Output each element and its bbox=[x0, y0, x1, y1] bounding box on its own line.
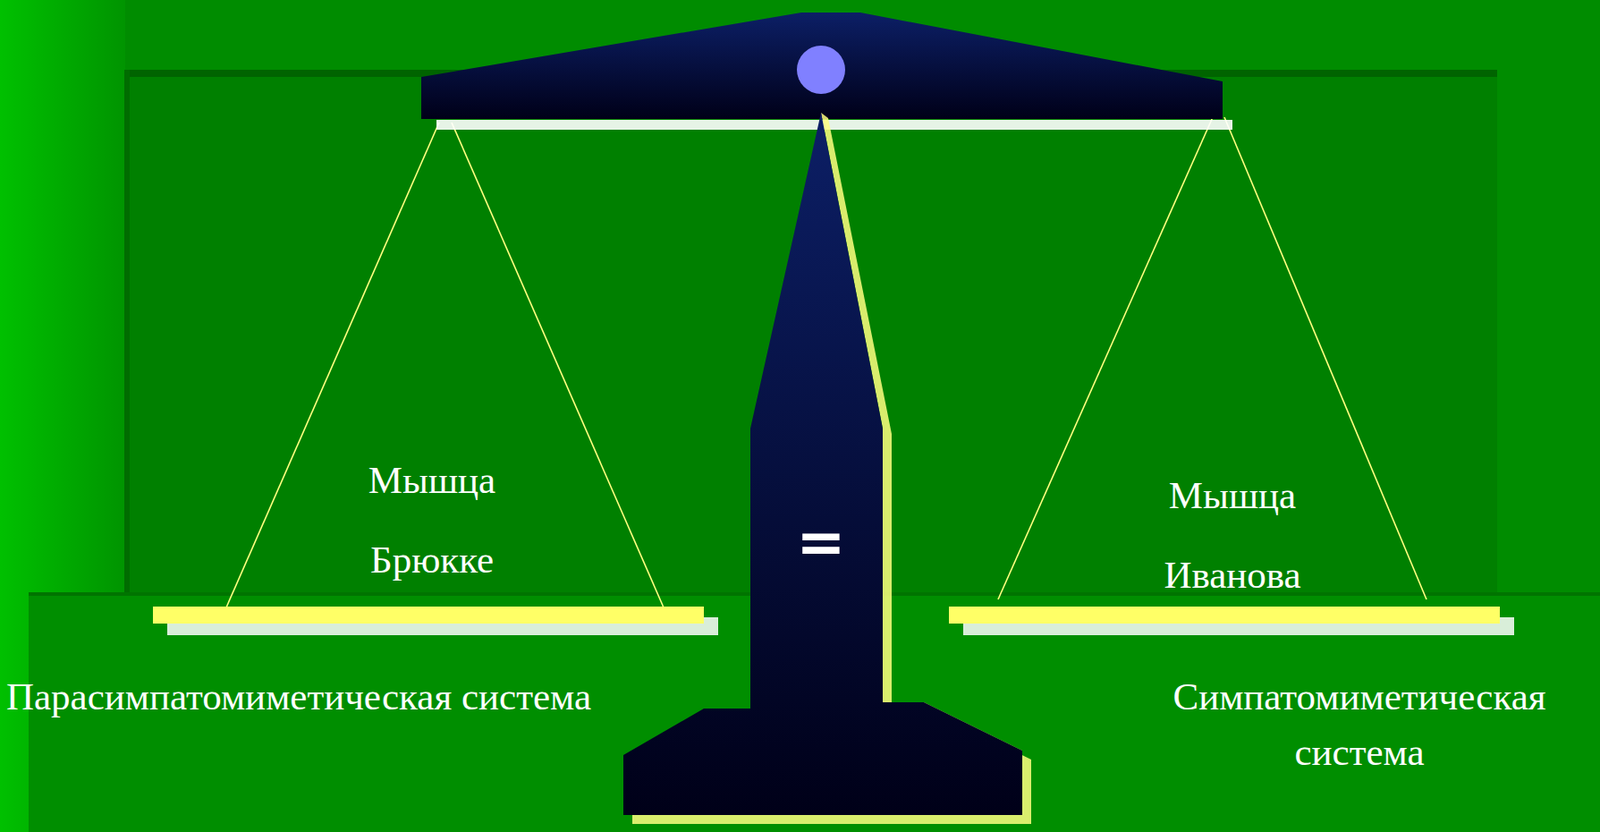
system-label: Парасимпатомиметическая система bbox=[3, 668, 594, 725]
scale-pillar bbox=[623, 112, 1023, 815]
panel-edge bbox=[124, 69, 130, 593]
right-pan bbox=[948, 606, 1500, 624]
beam-glow bbox=[436, 119, 1233, 130]
equals-sign: = bbox=[780, 511, 862, 575]
system-label: Симпатомиметическая система bbox=[1122, 668, 1597, 780]
scale-beam bbox=[421, 12, 1223, 119]
muscle-label: Мышца Иванова bbox=[1134, 455, 1331, 615]
pivot bbox=[796, 45, 846, 94]
muscle-label: Мышца Брюкке bbox=[338, 440, 526, 600]
left-pan bbox=[152, 606, 704, 624]
